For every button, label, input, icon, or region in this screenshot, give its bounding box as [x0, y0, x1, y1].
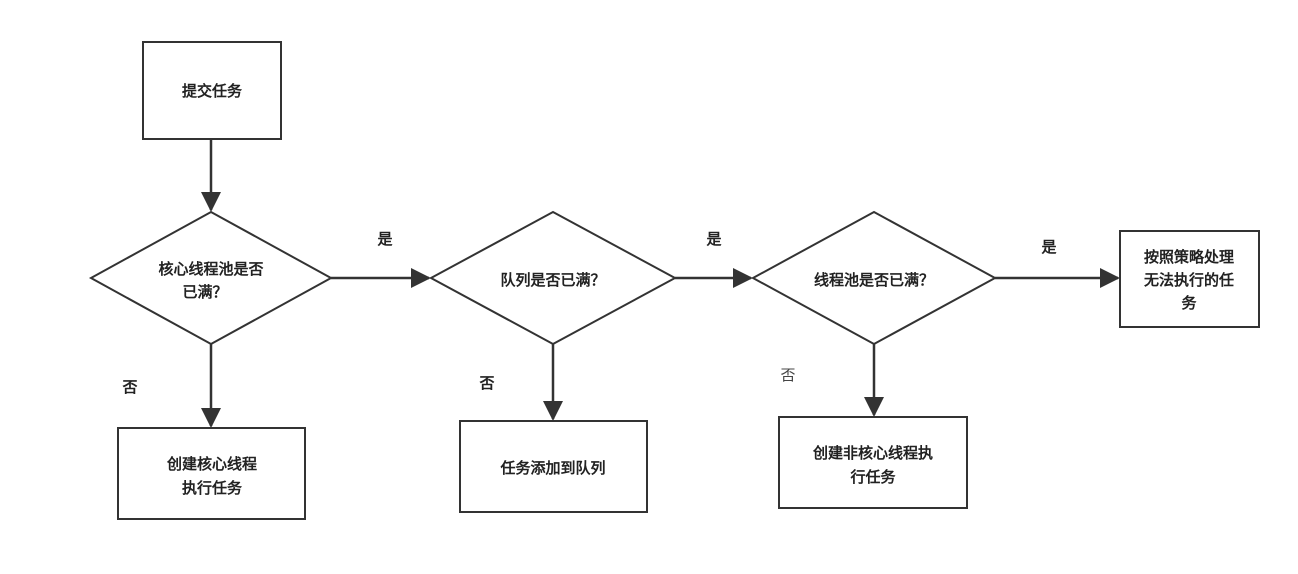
node-create-noncore-label-line2: 行任务 — [849, 468, 896, 486]
node-create-noncore-label-line1: 创建非核心线程执 — [812, 444, 933, 462]
node-core-pool-full-label-line2: 已满？ — [182, 283, 227, 301]
edge-label-no-3: 否 — [780, 366, 795, 384]
node-pool-full-label: 线程池是否已满？ — [814, 271, 934, 289]
node-core-pool-full-label-line1: 核心线程池是否 — [158, 260, 263, 278]
node-create-noncore-thread — [778, 416, 968, 509]
edge-label-yes-1: 是 — [376, 230, 393, 248]
node-reject-policy — [1119, 230, 1260, 328]
edge-label-yes-2: 是 — [705, 230, 722, 248]
node-reject-policy-label-line3: 务 — [1181, 294, 1197, 312]
edge-label-no-1: 否 — [121, 378, 137, 396]
node-core-pool-full-decision — [88, 210, 334, 346]
node-reject-policy-label-line2: 无法执行的任 — [1143, 271, 1234, 289]
node-create-core-label-line2: 执行任务 — [182, 479, 243, 497]
node-submit-task-label: 提交任务 — [182, 82, 243, 100]
node-create-core-thread — [117, 427, 306, 520]
edge-label-no-2: 否 — [478, 374, 494, 392]
node-reject-policy-label-line1: 按照策略处理 — [1144, 248, 1234, 266]
node-queue-full-label: 队列是否已满？ — [500, 271, 605, 289]
node-create-core-label-line1: 创建核心线程 — [166, 455, 257, 473]
node-add-to-queue-label: 任务添加到队列 — [499, 459, 605, 477]
node-submit-task — [142, 41, 282, 140]
node-add-to-queue — [459, 420, 648, 513]
edge-label-yes-3: 是 — [1040, 238, 1057, 256]
